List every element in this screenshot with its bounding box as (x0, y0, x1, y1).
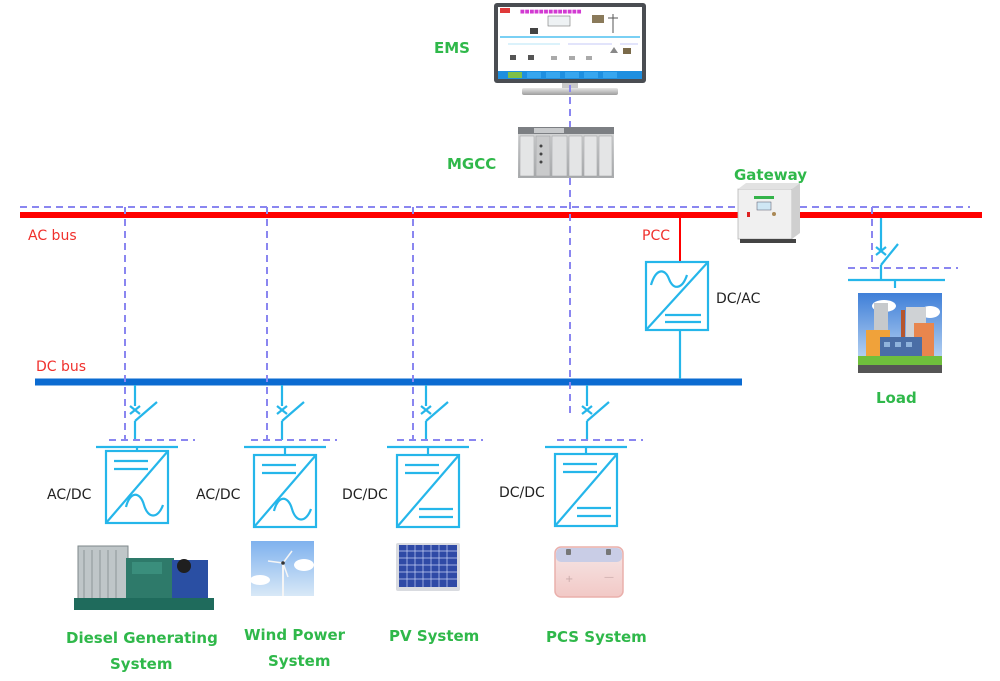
converter-label-diesel: AC/DC (47, 487, 92, 503)
source-name-pv: PV System (389, 627, 479, 645)
switch-blade-pcs (586, 401, 610, 422)
source-name-pcs: PCS System (546, 628, 647, 646)
mgcc-controller-icon (518, 127, 614, 178)
battery-icon: + — (554, 546, 624, 598)
source-name-wind-line2: System (268, 652, 330, 670)
converter-label-pcs: DC/DC (499, 485, 545, 501)
sources-layer (96, 385, 643, 529)
switch-x2-diesel (129, 405, 141, 415)
converter-diagonal-pv (396, 454, 460, 528)
source-name-wind-line1: Wind Power (244, 626, 346, 644)
load-label: Load (876, 389, 917, 407)
switch-blade-wind (281, 401, 305, 422)
mgcc-label: MGCC (447, 155, 496, 173)
switch-blade-pv (425, 401, 449, 422)
diesel-generator-icon (74, 545, 214, 610)
load-factory-icon (858, 293, 942, 373)
ems-monitor-icon: ■■■■■■■■■■■■■ (494, 3, 646, 95)
dc-ac-inverter-icon (644, 260, 710, 332)
source-name-diesel-line2: System (110, 655, 172, 673)
converter-box-wind (252, 453, 318, 529)
ems-label: EMS (434, 39, 470, 57)
converter-diagonal-pcs (554, 453, 618, 527)
pcc-label: PCC (642, 228, 670, 244)
svg-text:■■■■■■■■■■■■■: ■■■■■■■■■■■■■ (520, 9, 582, 15)
wind-turbine-icon (250, 541, 314, 596)
converter-label-wind: AC/DC (196, 487, 241, 503)
switch-blade-diesel (134, 401, 158, 422)
ac-bus-label: AC bus (28, 228, 77, 244)
ac-symbol-wind (272, 497, 313, 521)
load-switch-x2 (875, 246, 887, 256)
converter-box-pcs (553, 452, 619, 528)
switch-x2-pv (420, 405, 432, 415)
svg-text:—: — (604, 572, 614, 583)
converter-label-pv: DC/DC (342, 487, 388, 503)
solar-panel-icon (396, 543, 460, 591)
ac-symbol-diesel (124, 493, 165, 517)
dc-bus-label: DC bus (36, 359, 86, 375)
switch-x2-wind (276, 405, 288, 415)
gateway-cabinet-icon (737, 183, 800, 243)
converter-box-diesel (104, 449, 170, 525)
converter-diagonal-wind (253, 454, 317, 528)
gateway-label: Gateway (734, 166, 807, 184)
converter-box-pv (395, 453, 461, 529)
svg-text:+: + (565, 574, 573, 585)
source-name-diesel-line1: Diesel Generating (66, 629, 218, 647)
switch-x2-pcs (581, 405, 593, 415)
load-switch-icon (880, 243, 899, 266)
grid-converter-label: DC/AC (716, 291, 761, 307)
converter-diagonal-diesel (105, 450, 169, 524)
